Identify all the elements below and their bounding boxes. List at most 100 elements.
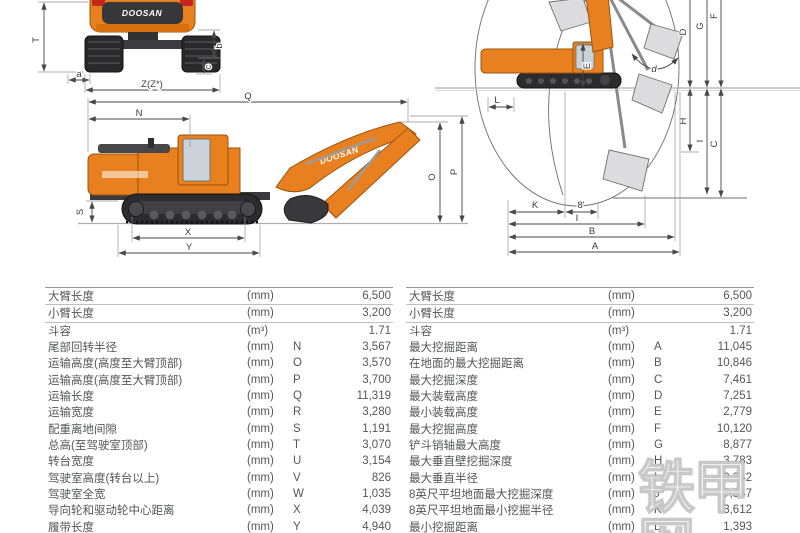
spec-value: 7,251 bbox=[723, 390, 752, 403]
spec-value: 1,035 bbox=[362, 488, 391, 501]
table-row: 配重离地间隙 (mm) S 1,191 bbox=[45, 421, 393, 437]
table-row: 导向轮和驱动轮中心距离 (mm) X 4,039 bbox=[45, 502, 393, 518]
dim-label-c: c bbox=[203, 64, 214, 69]
spec-value: 10,846 bbox=[716, 357, 752, 370]
front-view-dimensions: T a Z(Z*) b c bbox=[30, 1, 225, 93]
spec-label: 最小装载高度 bbox=[409, 407, 478, 420]
spec-value: 3,200 bbox=[362, 307, 391, 320]
spec-label: 最大装载高度 bbox=[409, 391, 478, 404]
spec-letter: P bbox=[293, 373, 301, 386]
dim-label-t: T bbox=[31, 37, 42, 43]
spec-unit: (mm) bbox=[247, 390, 274, 403]
spec-value: 6,500 bbox=[362, 290, 391, 303]
spec-unit: (mm) bbox=[608, 373, 635, 386]
spec-label: 最大挖掘深度 bbox=[409, 374, 478, 387]
spec-unit: (mm) bbox=[247, 520, 274, 533]
dim-label-z: Z(Z*) bbox=[141, 79, 163, 90]
spec-unit: (mm) bbox=[608, 488, 635, 501]
spec-value: 3,154 bbox=[362, 455, 391, 468]
spec-label: 运输高度(高度至大臂顶部) bbox=[48, 374, 183, 387]
spec-label: 最大垂直壁挖掘深度 bbox=[409, 456, 513, 469]
spec-label: 运输宽度 bbox=[48, 407, 94, 420]
table-row: 最大垂直半径 (mm) I 9,342 bbox=[406, 470, 754, 486]
bucket-reach-position bbox=[631, 73, 673, 114]
arm-positions bbox=[548, 0, 684, 192]
boom-raised bbox=[585, 0, 614, 53]
spec-letter: R bbox=[293, 406, 302, 419]
spec-value: 3,700 bbox=[362, 373, 391, 386]
working-range-diagram: E d D G F H I C L bbox=[435, 0, 800, 256]
table-row: 大臂长度 (mm) 6,500 bbox=[406, 288, 754, 306]
spec-unit: (m³) bbox=[247, 324, 269, 337]
spec-label: 最小挖掘距离 bbox=[409, 521, 478, 533]
spec-unit: (mm) bbox=[608, 504, 635, 517]
spec-label: 最大挖掘距离 bbox=[409, 342, 478, 355]
spec-label: 最大挖掘高度 bbox=[409, 423, 478, 436]
spec-letter: I bbox=[654, 471, 658, 484]
spec-letter: D bbox=[654, 390, 663, 403]
table-row: 8英尺平坦地面最大挖掘深度 (mm) J 7,347 bbox=[406, 486, 754, 502]
exhaust-pipe bbox=[148, 138, 154, 148]
table-row: 斗容 (m³) 1.71 bbox=[45, 323, 393, 339]
spec-unit: (mm) bbox=[608, 307, 635, 320]
dim-label-i: I bbox=[576, 213, 579, 224]
spec-letter: F bbox=[654, 422, 662, 435]
table-row: 总高(至驾驶室顶部) (mm) T 3,070 bbox=[45, 437, 393, 453]
spec-value: 1.71 bbox=[729, 324, 752, 337]
brand-logo-front: DOOSAN bbox=[122, 8, 163, 18]
spec-value: 826 bbox=[371, 471, 391, 484]
spec-value: 10,120 bbox=[716, 422, 752, 435]
dim-label-x: X bbox=[185, 227, 192, 238]
model-decal bbox=[102, 171, 148, 178]
dim-label-g: G bbox=[695, 22, 706, 29]
spec-value: 3,567 bbox=[362, 341, 391, 354]
spec-label: 运输长度 bbox=[48, 391, 94, 404]
spec-label: 驾驶室高度(转台以上) bbox=[48, 472, 160, 485]
table-row: 最大装载高度 (mm) D 7,251 bbox=[406, 388, 754, 404]
spec-value: 4,940 bbox=[362, 520, 391, 533]
spec-value: 6,500 bbox=[723, 290, 752, 303]
spec-label: 小臂长度 bbox=[409, 308, 455, 321]
spec-value: 9,342 bbox=[723, 471, 752, 484]
excavator-side-body: DOOSAN bbox=[87, 121, 421, 225]
table-row: 小臂长度 (mm) 3,200 bbox=[45, 305, 393, 323]
table-row: 大臂长度 (mm) 6,500 bbox=[45, 288, 393, 306]
table-row: 运输高度(高度至大臂顶部) (mm) O 3,570 bbox=[45, 355, 393, 371]
working-range-dimensions: E d D G F H I C L bbox=[487, 0, 724, 256]
dim-label-h: H bbox=[678, 117, 689, 124]
dim-label-c-vert: C bbox=[709, 140, 720, 147]
spec-unit: (mm) bbox=[608, 390, 635, 403]
spec-value: 1.71 bbox=[368, 324, 391, 337]
spec-letter: Y bbox=[293, 520, 301, 533]
table-row: 运输宽度 (mm) R 3,280 bbox=[45, 404, 393, 420]
track-right bbox=[181, 35, 221, 73]
spec-letter: E bbox=[654, 406, 662, 419]
table-row: 履带长度 (mm) Y 4,940 bbox=[45, 519, 393, 533]
track-left bbox=[84, 35, 124, 73]
spec-label: 8英尺平坦地面最大挖掘深度 bbox=[409, 489, 554, 502]
spec-letter: C bbox=[654, 373, 663, 386]
table-row: 最大挖掘距离 (mm) A 11,045 bbox=[406, 339, 754, 355]
spec-letter: N bbox=[293, 341, 302, 354]
arm bbox=[321, 127, 421, 219]
tail-light-right bbox=[180, 0, 193, 6]
table-row: 运输高度(高度至大臂顶部) (mm) P 3,700 bbox=[45, 372, 393, 388]
dim-label-q: Q bbox=[244, 91, 251, 102]
spec-letter: V bbox=[293, 471, 301, 484]
spec-unit: (mm) bbox=[247, 488, 274, 501]
spec-unit: (m³) bbox=[608, 324, 630, 337]
spec-label: 8英尺平坦地面最小挖掘半径 bbox=[409, 505, 554, 518]
table-row: 小臂长度 (mm) 3,200 bbox=[406, 305, 754, 323]
table-row: 运输长度 (mm) Q 11,319 bbox=[45, 388, 393, 404]
spec-unit: (mm) bbox=[608, 406, 635, 419]
dim-label-a: A bbox=[592, 241, 599, 252]
spec-value: 8,877 bbox=[723, 439, 752, 452]
table-row: 驾驶室高度(转台以上) (mm) V 826 bbox=[45, 470, 393, 486]
spec-unit: (mm) bbox=[608, 439, 635, 452]
spec-label: 小臂长度 bbox=[48, 308, 94, 321]
dim-label-f: F bbox=[709, 13, 720, 19]
bucket-depth-position bbox=[602, 149, 650, 192]
dim-label-o: O bbox=[427, 173, 438, 180]
spec-letter: T bbox=[293, 439, 301, 452]
